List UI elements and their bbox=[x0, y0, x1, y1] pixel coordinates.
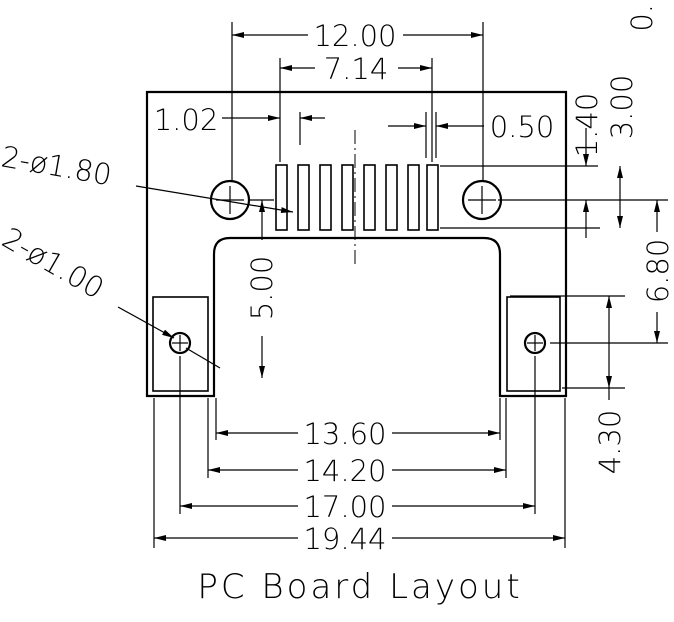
dim-hole-large: 2-ø1.80 bbox=[0, 139, 114, 192]
dim-6-80: 6.80 bbox=[641, 239, 674, 304]
large-hole-right bbox=[461, 179, 503, 221]
dim-7-14: 7.14 bbox=[324, 52, 389, 86]
dim-0-50: 0.50 bbox=[490, 110, 555, 144]
dim-1-02: 1.02 bbox=[154, 103, 219, 137]
small-hole-left bbox=[168, 331, 192, 355]
dim-hole-small: 2-ø1.00 bbox=[0, 221, 110, 306]
dim-17-00: 17.00 bbox=[303, 490, 386, 524]
leader-hole-large bbox=[135, 185, 294, 213]
dim-14-20: 14.20 bbox=[303, 454, 386, 488]
leader-hole-small-ext bbox=[185, 347, 221, 369]
right-tab-pad bbox=[506, 296, 561, 392]
dim-19-44: 19.44 bbox=[303, 522, 386, 556]
extension-lines bbox=[153, 22, 668, 548]
leader-hole-small bbox=[117, 306, 175, 339]
board-outline bbox=[145, 90, 568, 398]
dim-clipped: 0. bbox=[625, 4, 659, 32]
dim-1-40: 1.40 bbox=[570, 93, 604, 158]
dim-12-00: 12.00 bbox=[313, 19, 396, 53]
signal-pads bbox=[275, 164, 439, 231]
dim-4-30: 4.30 bbox=[593, 410, 627, 475]
large-hole-left bbox=[209, 179, 251, 221]
dim-13-60: 13.60 bbox=[303, 417, 386, 451]
dim-5-00: 5.00 bbox=[245, 256, 279, 321]
dim-3-00: 3.00 bbox=[605, 75, 639, 140]
small-hole-right bbox=[523, 331, 547, 355]
drawing-title: PC Board Layout bbox=[197, 567, 522, 607]
